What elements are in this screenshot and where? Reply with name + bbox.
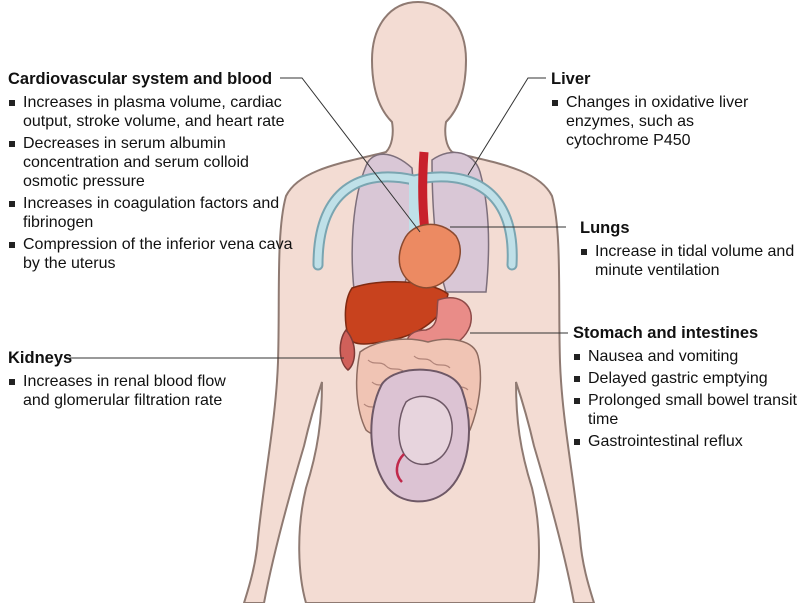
cardiovascular-title: Cardiovascular system and blood bbox=[8, 70, 273, 88]
liver-item: Changes in oxidative liver enzymes, such… bbox=[551, 93, 766, 150]
stomach-title: Stomach and intestines bbox=[573, 324, 759, 342]
liver-list: Changes in oxidative liver enzymes, such… bbox=[551, 93, 766, 150]
cardiovascular-list: Increases in plasma volume, cardiac outp… bbox=[8, 93, 293, 273]
stomach-item: Nausea and vomiting bbox=[573, 347, 798, 366]
leader-liver bbox=[467, 77, 546, 176]
stomach-item: Delayed gastric emptying bbox=[573, 369, 798, 388]
cardiovascular-item: Increases in coagulation factors and fib… bbox=[8, 194, 293, 232]
stomach-section: Stomach and intestines Nausea and vomiti… bbox=[573, 324, 798, 454]
stomach-item: Prolonged small bowel transit time bbox=[573, 391, 798, 429]
liver-section: Liver Changes in oxidative liver enzymes… bbox=[551, 70, 766, 153]
liver-title: Liver bbox=[551, 70, 591, 88]
lungs-item: Increase in tidal volume and minute vent… bbox=[580, 242, 795, 280]
cardiovascular-item: Decreases in serum albumin concentration… bbox=[8, 134, 293, 191]
kidneys-section: Kidneys Increases in renal blood flow an… bbox=[8, 349, 248, 413]
umbilical-cord bbox=[395, 453, 405, 483]
cardiovascular-item: Compression of the inferior vena cava by… bbox=[8, 235, 293, 273]
stomach-list: Nausea and vomiting Delayed gastric empt… bbox=[573, 347, 798, 451]
cardiovascular-section: Cardiovascular system and blood Increase… bbox=[8, 70, 293, 276]
stomach-item: Gastrointestinal reflux bbox=[573, 432, 798, 451]
leader-lines bbox=[70, 77, 568, 359]
lungs-section: Lungs Increase in tidal volume and minut… bbox=[580, 219, 795, 283]
cardiovascular-item: Increases in plasma volume, cardiac outp… bbox=[8, 93, 293, 131]
kidney bbox=[339, 328, 356, 371]
lungs-list: Increase in tidal volume and minute vent… bbox=[580, 242, 795, 280]
kidneys-list: Increases in renal blood flow and glomer… bbox=[8, 372, 248, 410]
leader-cardiovascular bbox=[280, 77, 421, 233]
kidneys-item: Increases in renal blood flow and glomer… bbox=[8, 372, 248, 410]
heart bbox=[398, 223, 461, 289]
lungs-title: Lungs bbox=[580, 219, 630, 237]
kidneys-title: Kidneys bbox=[8, 349, 73, 367]
fetus bbox=[398, 395, 453, 466]
